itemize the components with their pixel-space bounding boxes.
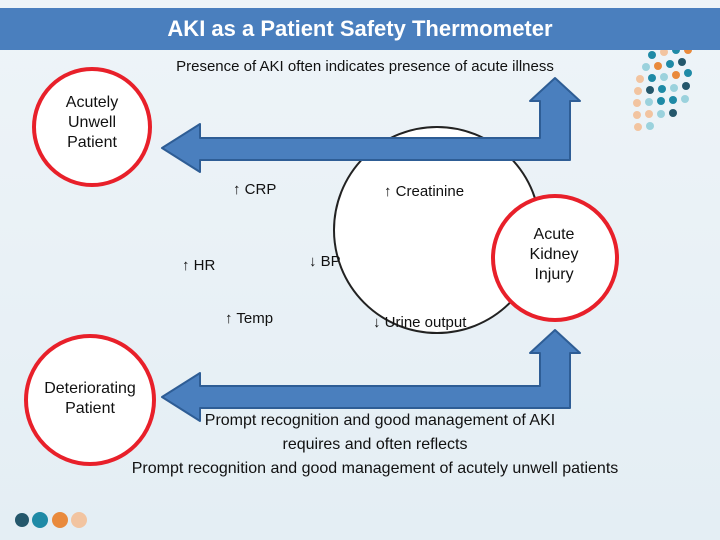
bottom-line-2: requires and often reflects	[282, 436, 468, 453]
top-left-arrow	[161, 77, 581, 173]
bp-label: BP	[320, 253, 341, 270]
deteriorating-circle	[24, 334, 156, 466]
aki-circle	[491, 194, 619, 322]
arrow-up-icon: ↑	[182, 257, 190, 274]
arrow-down-icon: ↓	[309, 253, 317, 270]
creatinine-marker: ↑ Creatinine	[384, 183, 464, 200]
bottom-line-1: Prompt recognition and good management o…	[204, 412, 556, 429]
temp-marker: ↑ Temp	[225, 310, 273, 327]
arrow-up-icon: ↑	[225, 310, 233, 327]
aki-label: Acute Kidney Injury	[529, 226, 579, 283]
slide-title: AKI as a Patient Safety Thermometer	[0, 8, 720, 50]
footer-dots	[15, 512, 87, 528]
acutely-unwell-label: Acutely Unwell Patient	[65, 94, 119, 151]
bp-marker: ↓ BP	[309, 253, 341, 270]
urine-marker: ↓ Urine output	[373, 314, 466, 331]
acutely-unwell-circle	[32, 67, 152, 187]
arrow-up-icon: ↑	[384, 183, 392, 200]
subtitle: Presence of AKI often indicates presence…	[176, 58, 554, 75]
arrow-down-icon: ↓	[373, 314, 381, 331]
bottom-left-arrow	[161, 329, 581, 422]
crp-label: CRP	[244, 181, 277, 198]
crp-marker: ↑ CRP	[233, 181, 276, 198]
deteriorating-label: Deteriorating Patient	[44, 380, 136, 417]
hr-marker: ↑ HR	[182, 257, 215, 274]
decorative-dots	[633, 46, 692, 131]
creatinine-label: Creatinine	[395, 183, 465, 200]
hr-label: HR	[193, 257, 216, 274]
urine-label: Urine output	[384, 314, 467, 331]
arrow-up-icon: ↑	[233, 181, 241, 198]
bottom-line-3: Prompt recognition and good management o…	[131, 460, 619, 477]
temp-label: Temp	[236, 310, 274, 327]
